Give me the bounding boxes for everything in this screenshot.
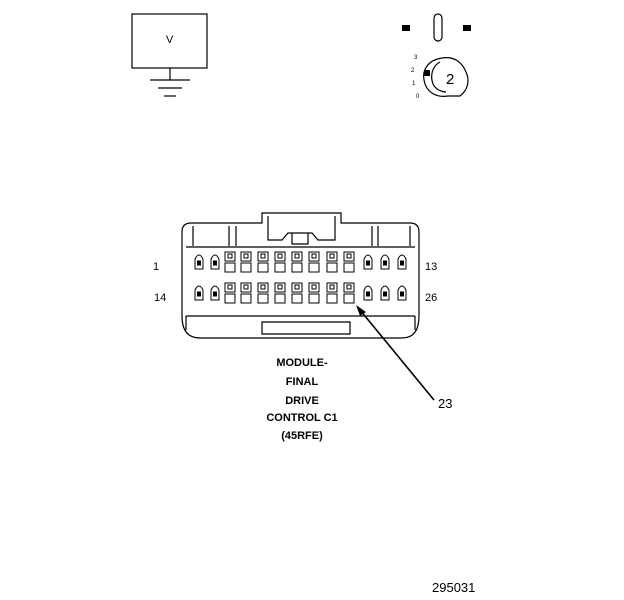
- connector-pin-cavity: [224, 251, 236, 273]
- connector-pin-cavity: [397, 285, 407, 301]
- pin-label-26: 26: [425, 292, 438, 304]
- connector-pin-cavity: [257, 282, 269, 304]
- pin-label-13: 13: [425, 261, 438, 273]
- connector-pin-cavity: [210, 285, 220, 301]
- selector-setting: 2: [446, 71, 455, 88]
- connector-pin-cavity: [240, 282, 252, 304]
- connector-label-line-3: DRIVE: [285, 395, 319, 407]
- connector-pins: [194, 251, 407, 304]
- connector-pin-cavity: [343, 251, 355, 273]
- connector-pin-cavity: [210, 254, 220, 270]
- pin-label-14: 14: [154, 292, 167, 304]
- selector-scale-0: 0: [416, 94, 420, 100]
- connector-pin-cavity: [326, 282, 338, 304]
- connector-pin-cavity: [291, 251, 303, 273]
- callout-pin-23: 23: [438, 396, 453, 411]
- connector-label-line-5: (45RFE): [281, 430, 323, 442]
- selector-switch-icon: [402, 13, 471, 42]
- figure-id: 295031: [432, 580, 476, 595]
- ground-icon: [150, 79, 190, 97]
- connector-label-line-1: MODULE-: [276, 357, 328, 369]
- connector-pin-cavity: [240, 251, 252, 273]
- connector-pin-cavity: [380, 254, 390, 270]
- connector-label-line-2: FINAL: [285, 376, 319, 388]
- connector-pin-cavity: [397, 254, 407, 270]
- connector-pin-cavity: [274, 282, 286, 304]
- connector-body: [181, 212, 420, 339]
- connector-pin-cavity: [363, 254, 373, 270]
- pin-label-1: 1: [153, 261, 160, 273]
- connector-pin-cavity: [194, 254, 204, 270]
- connector-pin-cavity: [274, 251, 286, 273]
- connector-pin-cavity: [326, 251, 338, 273]
- voltmeter-symbol: [131, 13, 208, 80]
- connector-pin-cavity: [224, 282, 236, 304]
- selector-scale-1: 1: [412, 81, 416, 87]
- connector-pin-cavity: [343, 282, 355, 304]
- connector-pin-cavity: [291, 282, 303, 304]
- connector-pin-cavity: [380, 285, 390, 301]
- callout-leader: [356, 305, 435, 401]
- connector-pin-cavity: [257, 251, 269, 273]
- rotary-dial-icon: [423, 57, 469, 97]
- connector-pin-cavity: [363, 285, 373, 301]
- connector-pin-cavity: [308, 251, 320, 273]
- connector-pin-cavity: [194, 285, 204, 301]
- selector-scale-2: 2: [411, 68, 415, 74]
- selector-scale-3: 3: [414, 55, 418, 61]
- voltmeter-label: V: [166, 34, 174, 46]
- connector-label-line-4: CONTROL C1: [266, 412, 338, 424]
- connector-pin-cavity: [308, 282, 320, 304]
